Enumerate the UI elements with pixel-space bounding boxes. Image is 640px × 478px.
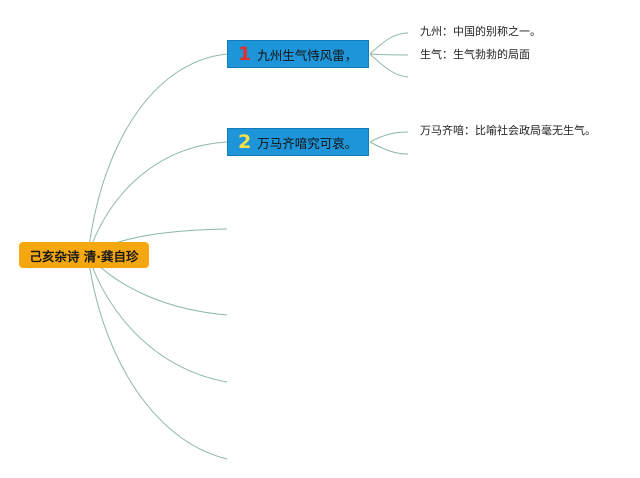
connector-branch-1-leaf-2 — [369, 53, 409, 56]
root-label: 己亥杂诗 清·龚自珍 — [29, 248, 139, 264]
connector-root-branch-5 — [87, 254, 228, 383]
connector-branch-2-leaf-1 — [369, 131, 409, 143]
leaf-node-1-2[interactable]: 生气：生气勃勃的局面 — [420, 48, 530, 61]
leaf-node-1-1[interactable]: 九州：中国的别称之一。 — [420, 25, 541, 38]
branch-label-2: 万马齐喑究可哀。 — [257, 135, 358, 151]
connector-branch-1-leaf-1 — [369, 32, 409, 55]
connector-branch-2-leaf-2 — [369, 141, 409, 155]
connector-root-branch-2 — [87, 141, 228, 256]
branch-number-1: 1 — [238, 42, 252, 65]
branch-node-1[interactable]: 1 九州生气恃风雷， — [227, 40, 369, 68]
root-node[interactable]: 己亥杂诗 清·龚自珍 — [19, 242, 149, 268]
connector-root-branch-6 — [87, 254, 228, 460]
branch-node-2[interactable]: 2 万马齐喑究可哀。 — [227, 128, 369, 156]
connector-branch-1-leaf-3 — [369, 53, 409, 78]
connector-root-branch-1 — [87, 53, 228, 256]
branch-label-1: 九州生气恃风雷， — [257, 47, 358, 63]
branch-number-2: 2 — [238, 130, 252, 153]
leaf-node-2-1[interactable]: 万马齐喑：比喻社会政局毫无生气。 — [420, 124, 596, 137]
